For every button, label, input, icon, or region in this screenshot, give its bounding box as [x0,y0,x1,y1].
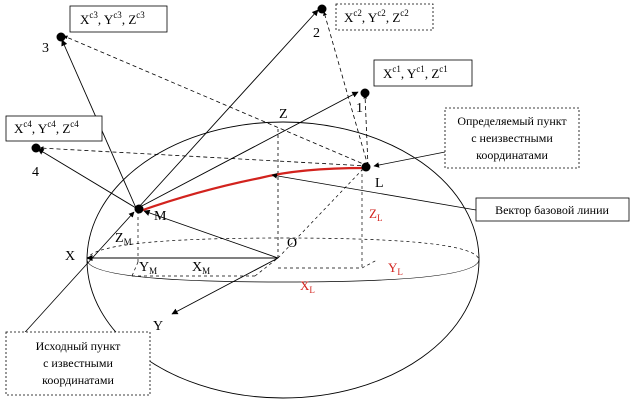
component-xm-label: XM [192,260,210,276]
svg-text:с неизвестными: с неизвестными [471,131,553,145]
svg-text:Xc4, Yc4, Zc4: Xc4, Yc4, Zc4 [14,119,79,136]
component-ym-label: YM [139,260,157,276]
ray-l-sat1 [363,94,369,167]
ray-l-sat3 [63,35,369,167]
callout-unknown-point: Определяемый пункт с неизвестными коорди… [444,107,580,169]
axis-z-label: Z [279,107,288,122]
component-zl-label: ZL [369,206,382,223]
satellite-2-number: 2 [313,26,320,41]
component-yl-label: YL [388,260,403,277]
vector-o-to-m [143,209,279,259]
satellite-3-number: 3 [42,41,49,56]
ray-m-sat2 [137,9,319,209]
component-zm-label: ZM [115,231,132,247]
vector-o-to-l [277,169,363,259]
satellite-1 [360,88,370,98]
point-l [361,162,371,172]
point-l-label: L [375,176,384,191]
ray-l-sat2 [323,11,369,167]
svg-text:координатами: координатами [476,148,548,162]
callout-baseline-vector: Вектор базовой линии [475,197,630,222]
svg-text:Исходный пункт: Исходный пункт [36,339,122,353]
component-xl-label: XL [300,278,315,295]
svg-text:Xc1, Yc1, Zc1: Xc1, Yc1, Zc1 [383,64,448,81]
satellite-4-number: 4 [32,165,39,180]
ray-m-sat1 [137,91,359,209]
svg-text:с известными: с известными [43,356,113,370]
m-xm-link [254,257,279,277]
satellite-3 [56,32,66,42]
coord-box-sat2: Xc2, Yc2, Zc2 [335,3,434,31]
svg-text:координатами: координатами [42,373,114,387]
callout-arrow-known [17,211,135,341]
point-m [134,204,144,214]
ray-l-sat4 [39,146,369,167]
equator-back [86,237,480,261]
satellite-2 [317,4,327,14]
svg-text:Xc2, Yc2, Zc2: Xc2, Yc2, Zc2 [344,8,409,25]
baseline-vector [139,166,366,213]
svg-text:Xc3, Yc3, Zc3: Xc3, Yc3, Zc3 [80,10,145,27]
ray-m-sat4 [37,148,137,209]
axis-y-label: Y [153,319,163,334]
callout-arrow-baseline [271,173,477,211]
svg-text:Вектор базовой линии: Вектор базовой линии [495,203,609,217]
satellite-4 [31,143,41,153]
m-ym-line [131,261,139,277]
l-yl-line [361,259,378,269]
axis-x-label: X [65,249,75,264]
coord-box-sat3: Xc3, Yc3, Zc3 [69,5,168,33]
equator-front [86,259,480,283]
svg-text:Определяемый пункт: Определяемый пункт [457,114,567,128]
satellite-1-number: 1 [356,101,363,116]
coord-box-sat1: Xc1, Yc1, Zc1 [373,59,473,87]
callout-arrow-unknown [373,151,446,168]
axis-y [171,257,279,315]
callout-known-point: Исходный пункт с известными координатами [5,331,151,396]
coord-box-sat4: Xc4, Yc4, Zc4 [5,115,103,142]
point-m-label: M [154,209,167,224]
